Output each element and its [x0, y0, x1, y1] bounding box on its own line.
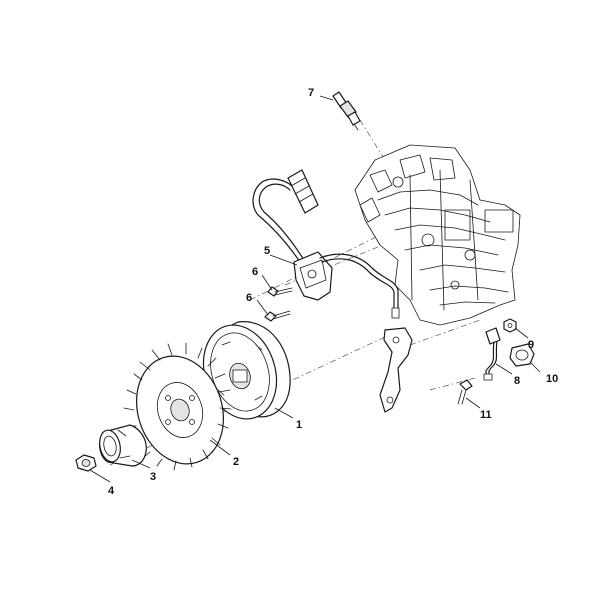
bracket — [379, 327, 413, 413]
bracket-screw — [457, 379, 473, 405]
callout-5: 5 — [264, 245, 270, 257]
fan-wheel — [123, 342, 232, 471]
ignition-coil — [252, 169, 400, 319]
callout-8: 8 — [514, 375, 520, 387]
callout-9: 9 — [528, 339, 534, 351]
callout-11: 11 — [480, 409, 492, 421]
small-nut — [503, 318, 517, 333]
leader-lines — [89, 95, 541, 483]
callout-7: 7 — [308, 87, 314, 99]
callout-2: 2 — [233, 456, 239, 468]
spark-plug — [332, 91, 361, 131]
engine-block — [354, 144, 521, 326]
callout-4: 4 — [108, 485, 115, 497]
callout-6-upper: 6 — [252, 266, 258, 278]
coil-screw-upper — [267, 286, 293, 297]
short-circuit-wire — [483, 327, 501, 381]
coil-screw-lower — [264, 310, 291, 322]
flywheel-nut — [75, 454, 97, 472]
flywheel — [202, 321, 291, 420]
callout-1: 1 — [296, 419, 302, 431]
callout-10: 10 — [546, 373, 558, 385]
callout-6-lower: 6 — [246, 292, 252, 304]
callout-3: 3 — [150, 471, 156, 483]
callout-labels: 1 2 3 4 5 6 6 7 8 9 10 11 — [108, 87, 558, 497]
starter-cup — [99, 424, 147, 467]
stop-switch — [509, 343, 535, 367]
